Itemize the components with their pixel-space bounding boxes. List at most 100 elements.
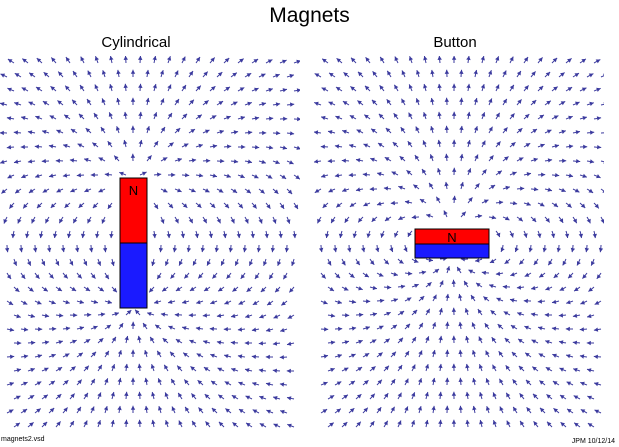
- field-arrow-icon: [14, 73, 20, 78]
- field-arrow-icon: [55, 261, 59, 266]
- field-arrow-icon: [182, 299, 187, 305]
- field-arrow-icon: [434, 269, 439, 274]
- button-magnet: N: [414, 228, 490, 259]
- field-arrow-icon: [15, 422, 20, 427]
- field-arrow-icon: [10, 354, 15, 359]
- field-arrow-icon: [117, 377, 122, 383]
- field-arrow-icon: [572, 340, 578, 345]
- field-arrow-icon: [29, 72, 34, 77]
- field-arrow-icon: [393, 298, 398, 303]
- field-arrow-icon: [275, 287, 280, 293]
- field-arrow-icon: [130, 69, 136, 74]
- field-arrow-icon: [198, 274, 203, 279]
- field-arrow-icon: [217, 72, 223, 77]
- field-arrow-icon: [59, 313, 64, 318]
- field-arrow-icon: [589, 159, 595, 164]
- field-arrow-icon: [482, 169, 487, 174]
- field-arrow-icon: [375, 247, 380, 252]
- field-arrow-icon: [49, 408, 55, 413]
- field-line-segment: [600, 160, 604, 163]
- field-arrow-icon: [458, 377, 463, 382]
- field-arrow-icon: [539, 273, 544, 278]
- field-arrow-icon: [553, 86, 558, 91]
- field-arrow-icon: [512, 171, 517, 176]
- field-arrow-icon: [499, 200, 504, 205]
- field-arrow-icon: [438, 391, 443, 397]
- field-arrow-icon: [451, 56, 457, 60]
- field-arrow-icon: [38, 233, 44, 239]
- field-arrow-icon: [401, 98, 406, 104]
- field-arrow-icon: [371, 217, 376, 222]
- field-arrow-icon: [262, 130, 267, 136]
- field-arrow-icon: [473, 98, 478, 103]
- field-arrow-icon: [258, 368, 264, 373]
- field-arrow-icon: [226, 173, 231, 178]
- field-arrow-icon: [437, 111, 442, 117]
- field-arrow-icon: [36, 381, 42, 386]
- field-arrow-icon: [56, 188, 62, 193]
- field-arrow-icon: [383, 420, 388, 426]
- field-line-segment: [600, 103, 604, 106]
- field-arrow-icon: [58, 340, 63, 345]
- field-arrow-icon: [526, 407, 531, 412]
- field-arrow-icon: [151, 392, 156, 397]
- field-arrow-icon: [451, 335, 457, 340]
- field-arrow-icon: [18, 247, 24, 253]
- field-arrow-icon: [50, 86, 55, 91]
- field-arrow-icon: [16, 368, 21, 373]
- field-arrow-icon: [328, 101, 334, 106]
- field-arrow-icon: [580, 203, 586, 208]
- field-arrow-icon: [523, 57, 528, 62]
- field-arrow-icon: [364, 380, 369, 385]
- field-arrow-icon: [327, 158, 332, 164]
- field-arrow-icon: [80, 233, 86, 239]
- field-arrow-icon: [377, 171, 382, 177]
- field-arrow-icon: [157, 274, 162, 280]
- field-arrow-icon: [526, 172, 531, 177]
- field-arrow-icon: [323, 354, 328, 359]
- field-arrow-icon: [256, 247, 262, 253]
- field-arrow-icon: [594, 203, 599, 209]
- field-arrow-icon: [592, 233, 597, 239]
- field-arrow-icon: [418, 378, 423, 383]
- field-arrow-icon: [552, 57, 558, 63]
- field-arrow-icon: [255, 145, 260, 150]
- field-arrow-icon: [269, 274, 274, 280]
- field-arrow-icon: [554, 144, 559, 149]
- field-arrow-icon: [204, 188, 210, 193]
- field-arrow-icon: [349, 115, 355, 120]
- field-arrow-icon: [273, 423, 279, 428]
- field-arrow-icon: [524, 272, 530, 277]
- field-arrow-icon: [30, 313, 35, 319]
- field-arrow-icon: [84, 188, 89, 193]
- field-arrow-icon: [167, 113, 172, 118]
- field-arrow-icon: [44, 367, 49, 372]
- field-arrow-icon: [69, 158, 75, 163]
- field-arrow-icon: [65, 300, 70, 305]
- field-arrow-icon: [100, 312, 106, 317]
- field-arrow-icon: [431, 377, 436, 383]
- field-arrow-icon: [99, 287, 104, 292]
- field-arrow-icon: [36, 408, 41, 413]
- field-arrow-icon: [245, 368, 250, 373]
- field-arrow-icon: [281, 174, 287, 179]
- field-arrow-icon: [490, 185, 496, 190]
- field-arrow-icon: [101, 219, 106, 224]
- field-arrow-icon: [406, 170, 411, 175]
- field-arrow-icon: [37, 203, 42, 209]
- field-arrow-icon: [15, 395, 21, 400]
- field-arrow-icon: [498, 351, 503, 356]
- field-arrow-icon: [548, 260, 553, 266]
- field-arrow-icon: [378, 325, 384, 330]
- field-arrow-icon: [197, 380, 203, 385]
- field-arrow-icon: [593, 354, 598, 359]
- field-arrow-icon: [466, 56, 471, 61]
- field-arrow-icon: [169, 142, 174, 147]
- field-arrow-icon: [94, 84, 99, 89]
- field-arrow-icon: [526, 379, 531, 385]
- field-arrow-icon: [259, 395, 264, 400]
- field-arrow-icon: [414, 283, 419, 288]
- field-arrow-icon: [44, 340, 50, 345]
- field-arrow-icon: [202, 218, 207, 224]
- field-arrow-icon: [371, 99, 377, 105]
